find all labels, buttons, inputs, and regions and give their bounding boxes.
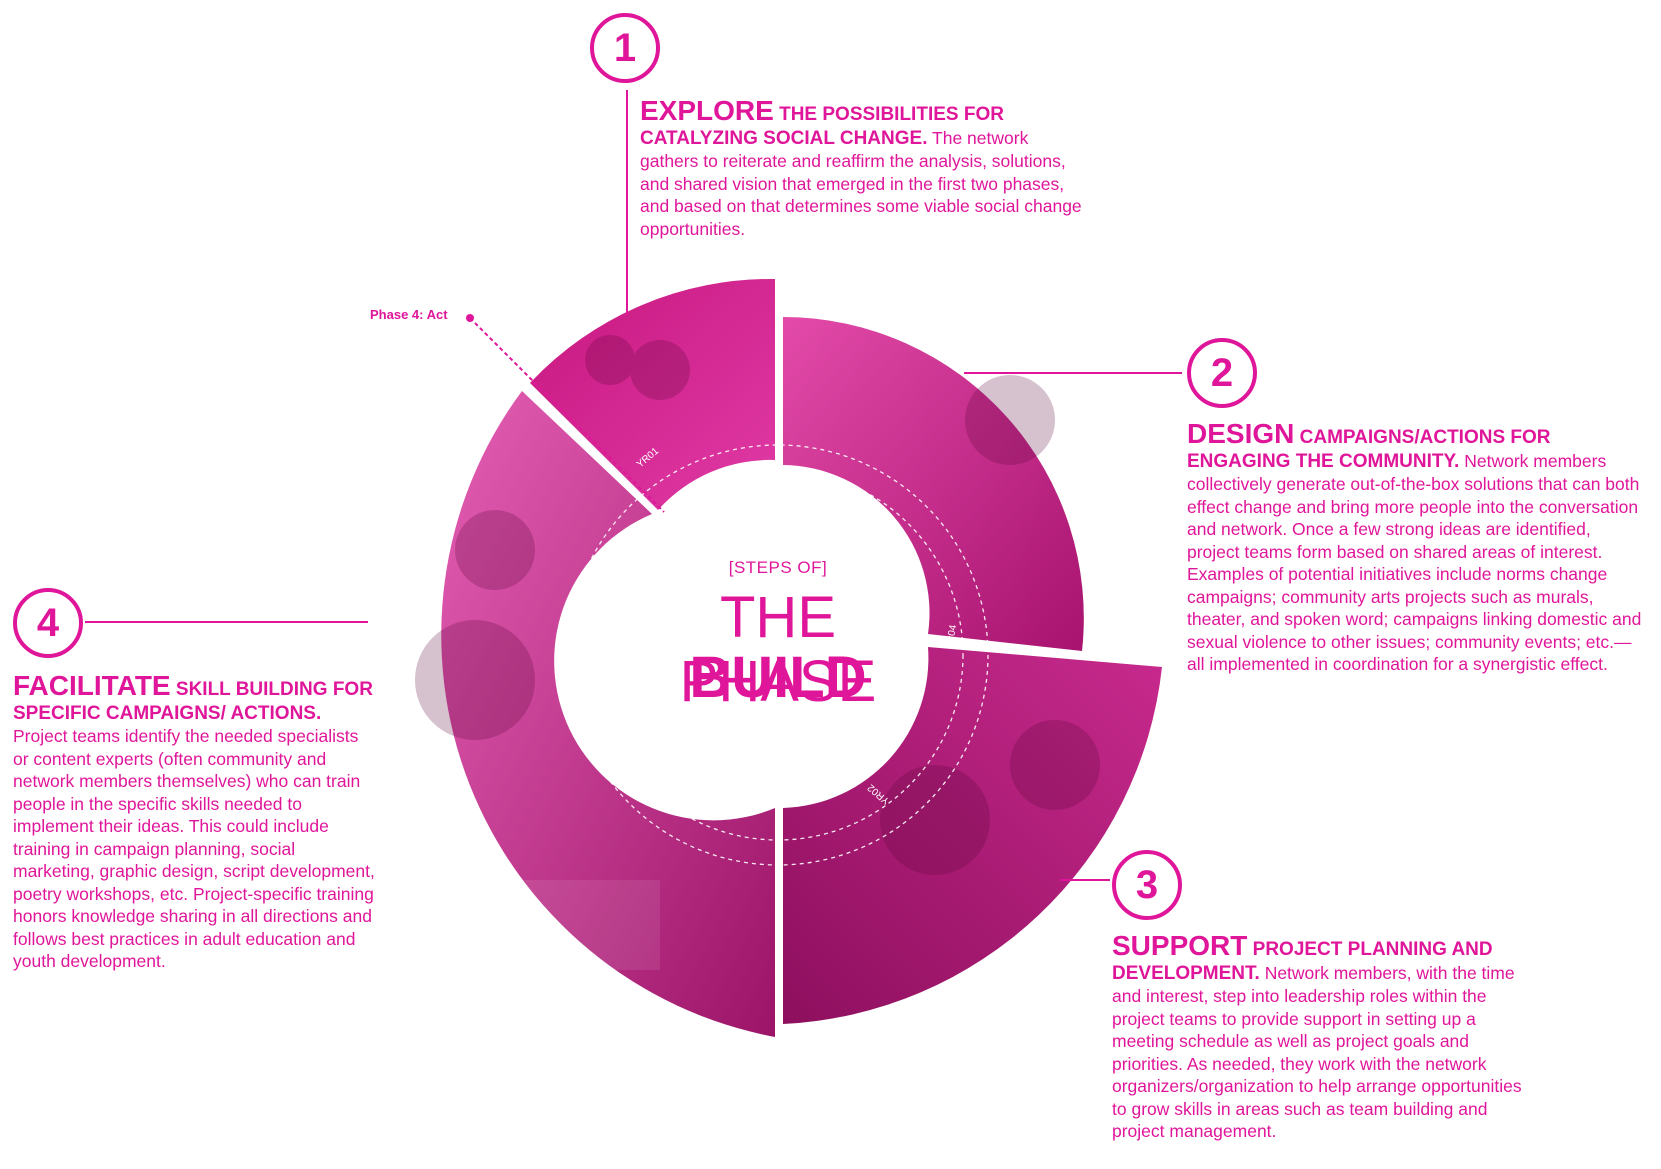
step-2-number: 2 xyxy=(1187,338,1257,408)
photo-segment-3 xyxy=(783,647,1162,1024)
step-4-body: Project teams identify the needed specia… xyxy=(13,726,375,971)
center-title-line2: PHASE xyxy=(679,649,877,714)
step-4-heading: FACILITATE SKILL BUILDING FOR SPECIFIC C… xyxy=(13,672,373,724)
step-4-keyword: FACILITATE xyxy=(13,670,171,701)
step-2-text: DESIGN CAMPAIGNS/ACTIONS FOR ENGAGING TH… xyxy=(1187,420,1647,676)
step-1-heading-rest: THE POSSIBILITIES FOR CATALYZING SOCIAL … xyxy=(640,104,1004,149)
step-1-number: 1 xyxy=(590,13,660,83)
center-circle xyxy=(628,505,928,805)
photo-segment-2 xyxy=(783,317,1084,651)
step-2-heading: DESIGN CAMPAIGNS/ACTIONS FOR ENGAGING TH… xyxy=(1187,420,1551,472)
step-3-body: Network members, with the time and inter… xyxy=(1112,962,1522,1142)
step-1-body: The network gathers to reiterate and rea… xyxy=(640,127,1082,239)
step-3-text: SUPPORT PROJECT PLANNING AND DEVELOPMENT… xyxy=(1112,932,1532,1143)
center-title-light: THE xyxy=(720,585,836,650)
dashed-ring-inner xyxy=(592,469,964,841)
step-1-keyword: EXPLORE xyxy=(640,95,774,126)
photo-segment-4 xyxy=(441,391,775,1037)
year-label-3: YR04 xyxy=(944,624,959,651)
phase-pointer xyxy=(469,317,665,513)
center-title-bold: BUILD xyxy=(689,645,867,710)
step-2-heading-rest: CAMPAIGNS/ACTIONS FOR ENGAGING THE COMMU… xyxy=(1187,427,1551,472)
step-3-heading-rest: PROJECT PLANNING AND DEVELOPMENT. xyxy=(1112,939,1493,984)
step-4-number: 4 xyxy=(13,588,83,658)
step-3-keyword: SUPPORT xyxy=(1112,930,1248,961)
photo-segment-1 xyxy=(530,278,775,510)
center-title-line1: THE BUILD xyxy=(630,588,926,708)
step-4-text: FACILITATE SKILL BUILDING FOR SPECIFIC C… xyxy=(13,672,375,973)
step-1-text: EXPLORE THE POSSIBILITIES FOR CATALYZING… xyxy=(640,97,1090,240)
phase-pointer-dot xyxy=(466,314,474,322)
step-4-heading-rest: SKILL BUILDING FOR SPECIFIC CAMPAIGNS/ A… xyxy=(13,679,373,724)
step-3-heading: SUPPORT PROJECT PLANNING AND DEVELOPMENT… xyxy=(1112,932,1493,984)
center-pre-title: [STEPS OF] xyxy=(728,558,828,577)
step-3-number: 3 xyxy=(1112,850,1182,920)
photo-texture xyxy=(400,335,1100,970)
phase-label: Phase 4: Act xyxy=(370,307,448,322)
step-2-body: Network members collectively generate ou… xyxy=(1187,450,1642,675)
step-1-heading: EXPLORE THE POSSIBILITIES FOR CATALYZING… xyxy=(640,97,1004,149)
step-2-keyword: DESIGN xyxy=(1187,418,1295,449)
dashed-ring-outer xyxy=(567,444,989,866)
year-label-4: YR04 xyxy=(591,711,606,738)
